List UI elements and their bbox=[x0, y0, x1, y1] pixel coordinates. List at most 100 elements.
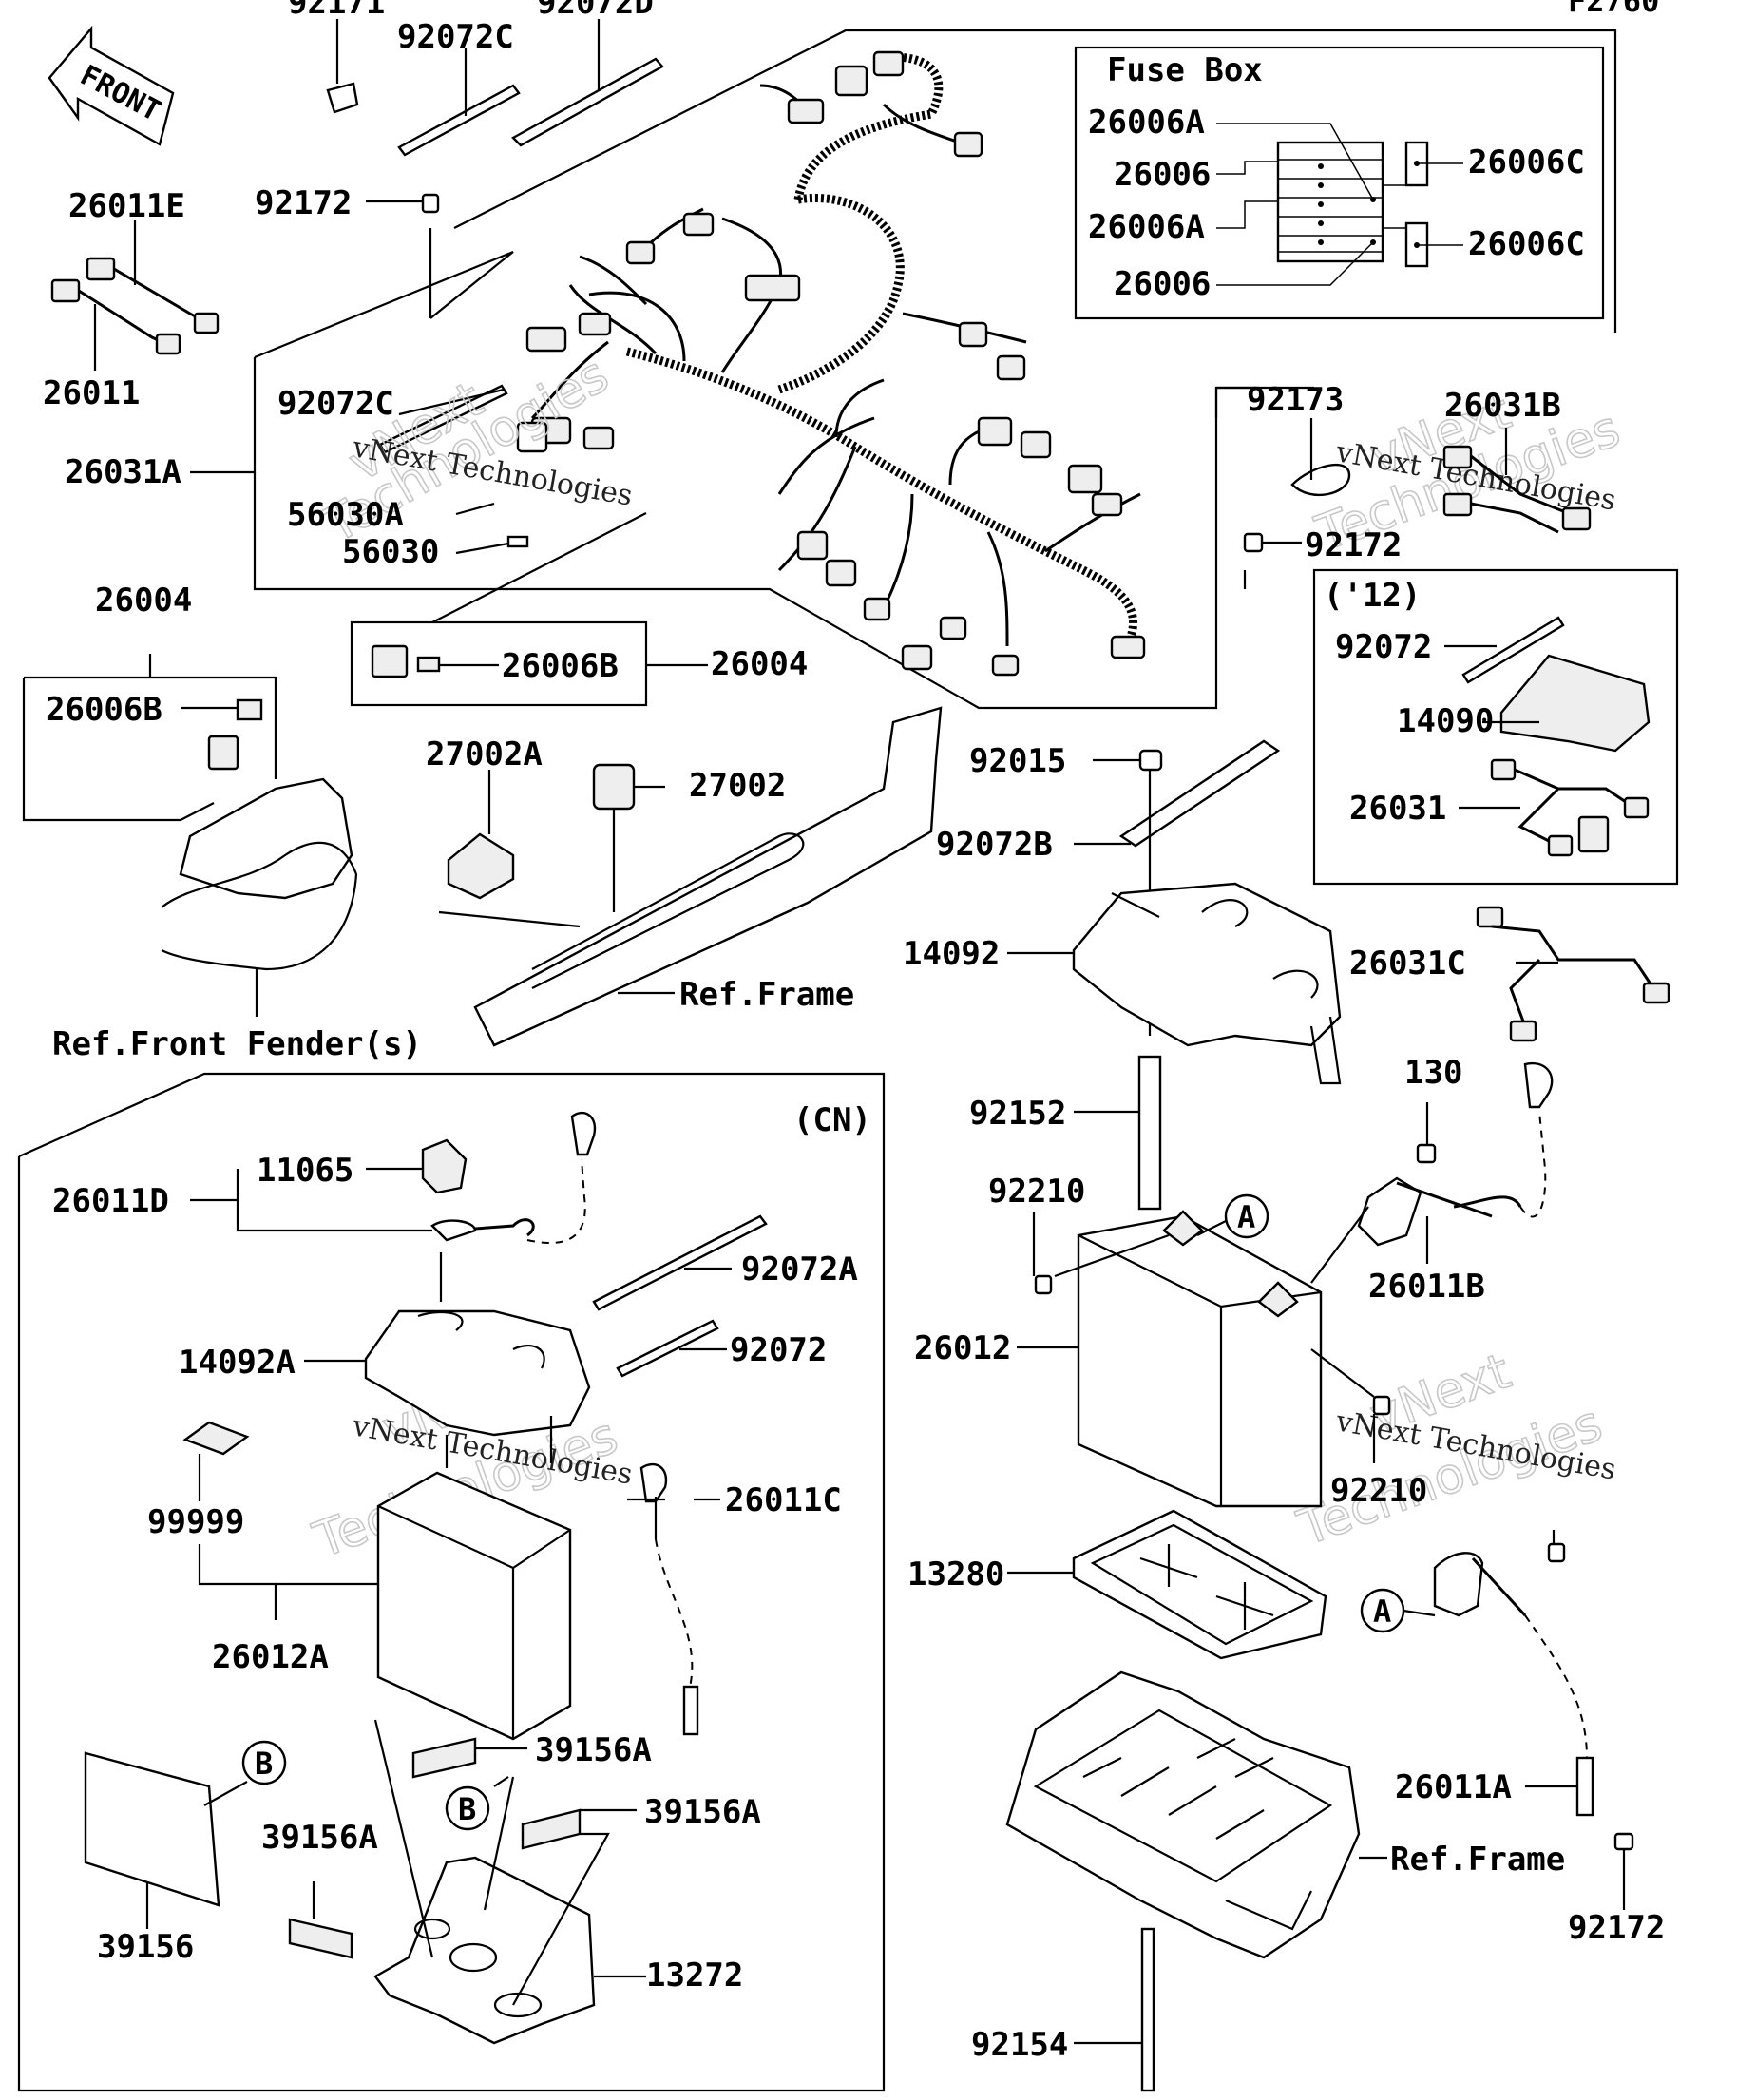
label-27002: 27002 bbox=[689, 767, 786, 805]
label-92152: 92152 bbox=[969, 1095, 1066, 1133]
label-92015: 92015 bbox=[969, 742, 1066, 780]
fuse-block bbox=[1276, 141, 1429, 268]
main-harness-outline bbox=[253, 29, 1617, 710]
lower-right-frame bbox=[1005, 1670, 1387, 2092]
label-26006B-mid: 26006B bbox=[502, 647, 619, 685]
label-92171: 92171 bbox=[288, 0, 385, 22]
main-wire-harness bbox=[525, 50, 1146, 677]
label-14090: 14090 bbox=[1397, 702, 1494, 740]
fuse-label-26006C-1: 26006C bbox=[1468, 143, 1585, 181]
label-56030A: 56030A bbox=[287, 496, 404, 534]
label-92172-right: 92172 bbox=[1305, 526, 1402, 564]
label-26011B: 26011B bbox=[1368, 1268, 1485, 1306]
label-13272: 13272 bbox=[646, 1957, 743, 1995]
label-14092A: 14092A bbox=[179, 1344, 296, 1382]
label-ref-frame-mid: Ref.Frame bbox=[679, 976, 854, 1014]
label-92072-cn: 92072 bbox=[730, 1331, 827, 1369]
fuse-label-26006-1: 26006 bbox=[1114, 156, 1211, 194]
label-14092: 14092 bbox=[903, 935, 1000, 973]
label-39156: 39156 bbox=[97, 1928, 194, 1966]
label-11065: 11065 bbox=[257, 1152, 353, 1190]
label-26012A: 26012A bbox=[212, 1638, 329, 1676]
label-26011A: 26011A bbox=[1395, 1768, 1512, 1806]
label-92072C-mid: 92072C bbox=[277, 385, 394, 423]
fuse-label-26006A-2: 26006A bbox=[1088, 208, 1205, 246]
callout-b-2: B bbox=[458, 1791, 476, 1827]
front-arrow-icon: FRONT bbox=[48, 25, 175, 146]
label-26006B-left: 26006B bbox=[46, 691, 162, 729]
tie-92072C-mid bbox=[378, 384, 508, 454]
label-26004-mid: 26004 bbox=[711, 645, 808, 683]
fuse-box-panel: Fuse Box 26006A 26006 26006A 26006 260 bbox=[1074, 46, 1605, 320]
label-26011D: 26011D bbox=[52, 1182, 169, 1220]
label-26031A: 26031A bbox=[65, 453, 181, 491]
label-26012: 26012 bbox=[914, 1329, 1011, 1367]
label-99999: 99999 bbox=[147, 1503, 244, 1541]
relay-56030A bbox=[455, 421, 548, 516]
cn-box: (CN) bbox=[17, 1072, 886, 2092]
cable-26011B bbox=[1310, 1061, 1554, 1284]
label-26004-top: 26004 bbox=[95, 582, 192, 620]
callout-b-1: B bbox=[255, 1746, 273, 1782]
sub-harness-26031B bbox=[1214, 386, 1592, 589]
label-26011C: 26011C bbox=[725, 1481, 842, 1519]
fuse-label-26006A-1: 26006A bbox=[1088, 104, 1205, 142]
battery-hold-parts bbox=[1007, 739, 1342, 1211]
harness-connectors bbox=[525, 50, 1146, 677]
fuse-label-26006-2: 26006 bbox=[1114, 265, 1211, 303]
tray-13280 bbox=[1007, 1509, 1327, 1660]
label-39156A-3: 39156A bbox=[261, 1819, 378, 1857]
fuse-label-26006C-2: 26006C bbox=[1468, 225, 1585, 263]
svg-text:A: A bbox=[1237, 1199, 1255, 1235]
label-ref-frame-right: Ref.Frame bbox=[1390, 1841, 1565, 1879]
label-27002A: 27002A bbox=[426, 735, 543, 773]
label-92154: 92154 bbox=[971, 2026, 1068, 2064]
battery-26012 bbox=[1017, 1210, 1391, 1508]
label-39156A-2: 39156A bbox=[644, 1793, 761, 1831]
label-92210-bot: 92210 bbox=[1330, 1472, 1427, 1510]
label-26031C: 26031C bbox=[1349, 945, 1466, 983]
label-26031B: 26031B bbox=[1444, 387, 1561, 425]
label-92072-12: 92072 bbox=[1335, 628, 1432, 666]
sub-harness-26031C bbox=[1476, 906, 1670, 1042]
svg-text:A: A bbox=[1373, 1594, 1391, 1630]
clip-92171 bbox=[326, 19, 359, 114]
screw-92172-top bbox=[366, 193, 514, 319]
label-26011E: 26011E bbox=[68, 187, 185, 225]
watermark-4: vNext Technologies vNext Technologies bbox=[1289, 1342, 1618, 1558]
label-130: 130 bbox=[1404, 1054, 1462, 1092]
label-92210-top: 92210 bbox=[988, 1173, 1085, 1211]
label-26031: 26031 bbox=[1349, 790, 1446, 828]
year-12-label: ('12) bbox=[1324, 577, 1421, 615]
label-ref-front-fender: Ref.Front Fender(s) bbox=[52, 1025, 422, 1063]
label-92072C-top: 92072C bbox=[397, 18, 514, 56]
label-92172-top: 92172 bbox=[255, 184, 352, 222]
part-labels: 92171 92072D 92072C 92172 26011E 26011 9… bbox=[43, 0, 1665, 2064]
label-92172-bot: 92172 bbox=[1568, 1909, 1665, 1947]
resistor-56030 bbox=[455, 535, 529, 555]
label-26011: 26011 bbox=[43, 374, 140, 412]
sub-harness-26011 bbox=[50, 278, 181, 371]
callout-a-bottom: A bbox=[1360, 1588, 1436, 1633]
label-56030: 56030 bbox=[342, 533, 439, 571]
cn-label: (CN) bbox=[793, 1101, 871, 1139]
label-92072D: 92072D bbox=[537, 0, 654, 22]
label-92072B: 92072B bbox=[936, 826, 1053, 864]
front-fender-area bbox=[22, 654, 358, 1017]
label-13280: 13280 bbox=[907, 1556, 1004, 1594]
tie-92072C-top bbox=[397, 48, 521, 157]
tie-92072D bbox=[511, 19, 664, 147]
label-92173: 92173 bbox=[1247, 381, 1344, 419]
cable-26011A bbox=[1433, 1530, 1634, 1910]
diagram-code: F2760 bbox=[1568, 0, 1659, 19]
callout-a-top: A bbox=[1196, 1193, 1269, 1239]
year-12-box: ('12) bbox=[1312, 568, 1679, 886]
label-39156A-1: 39156A bbox=[535, 1731, 652, 1769]
label-92072A: 92072A bbox=[741, 1250, 858, 1289]
mid-frame-relays bbox=[438, 706, 943, 1047]
sub-harness-26011E bbox=[86, 220, 220, 334]
fuse-holder-26004-box bbox=[350, 512, 708, 707]
fuse-box-title: Fuse Box bbox=[1107, 51, 1263, 89]
